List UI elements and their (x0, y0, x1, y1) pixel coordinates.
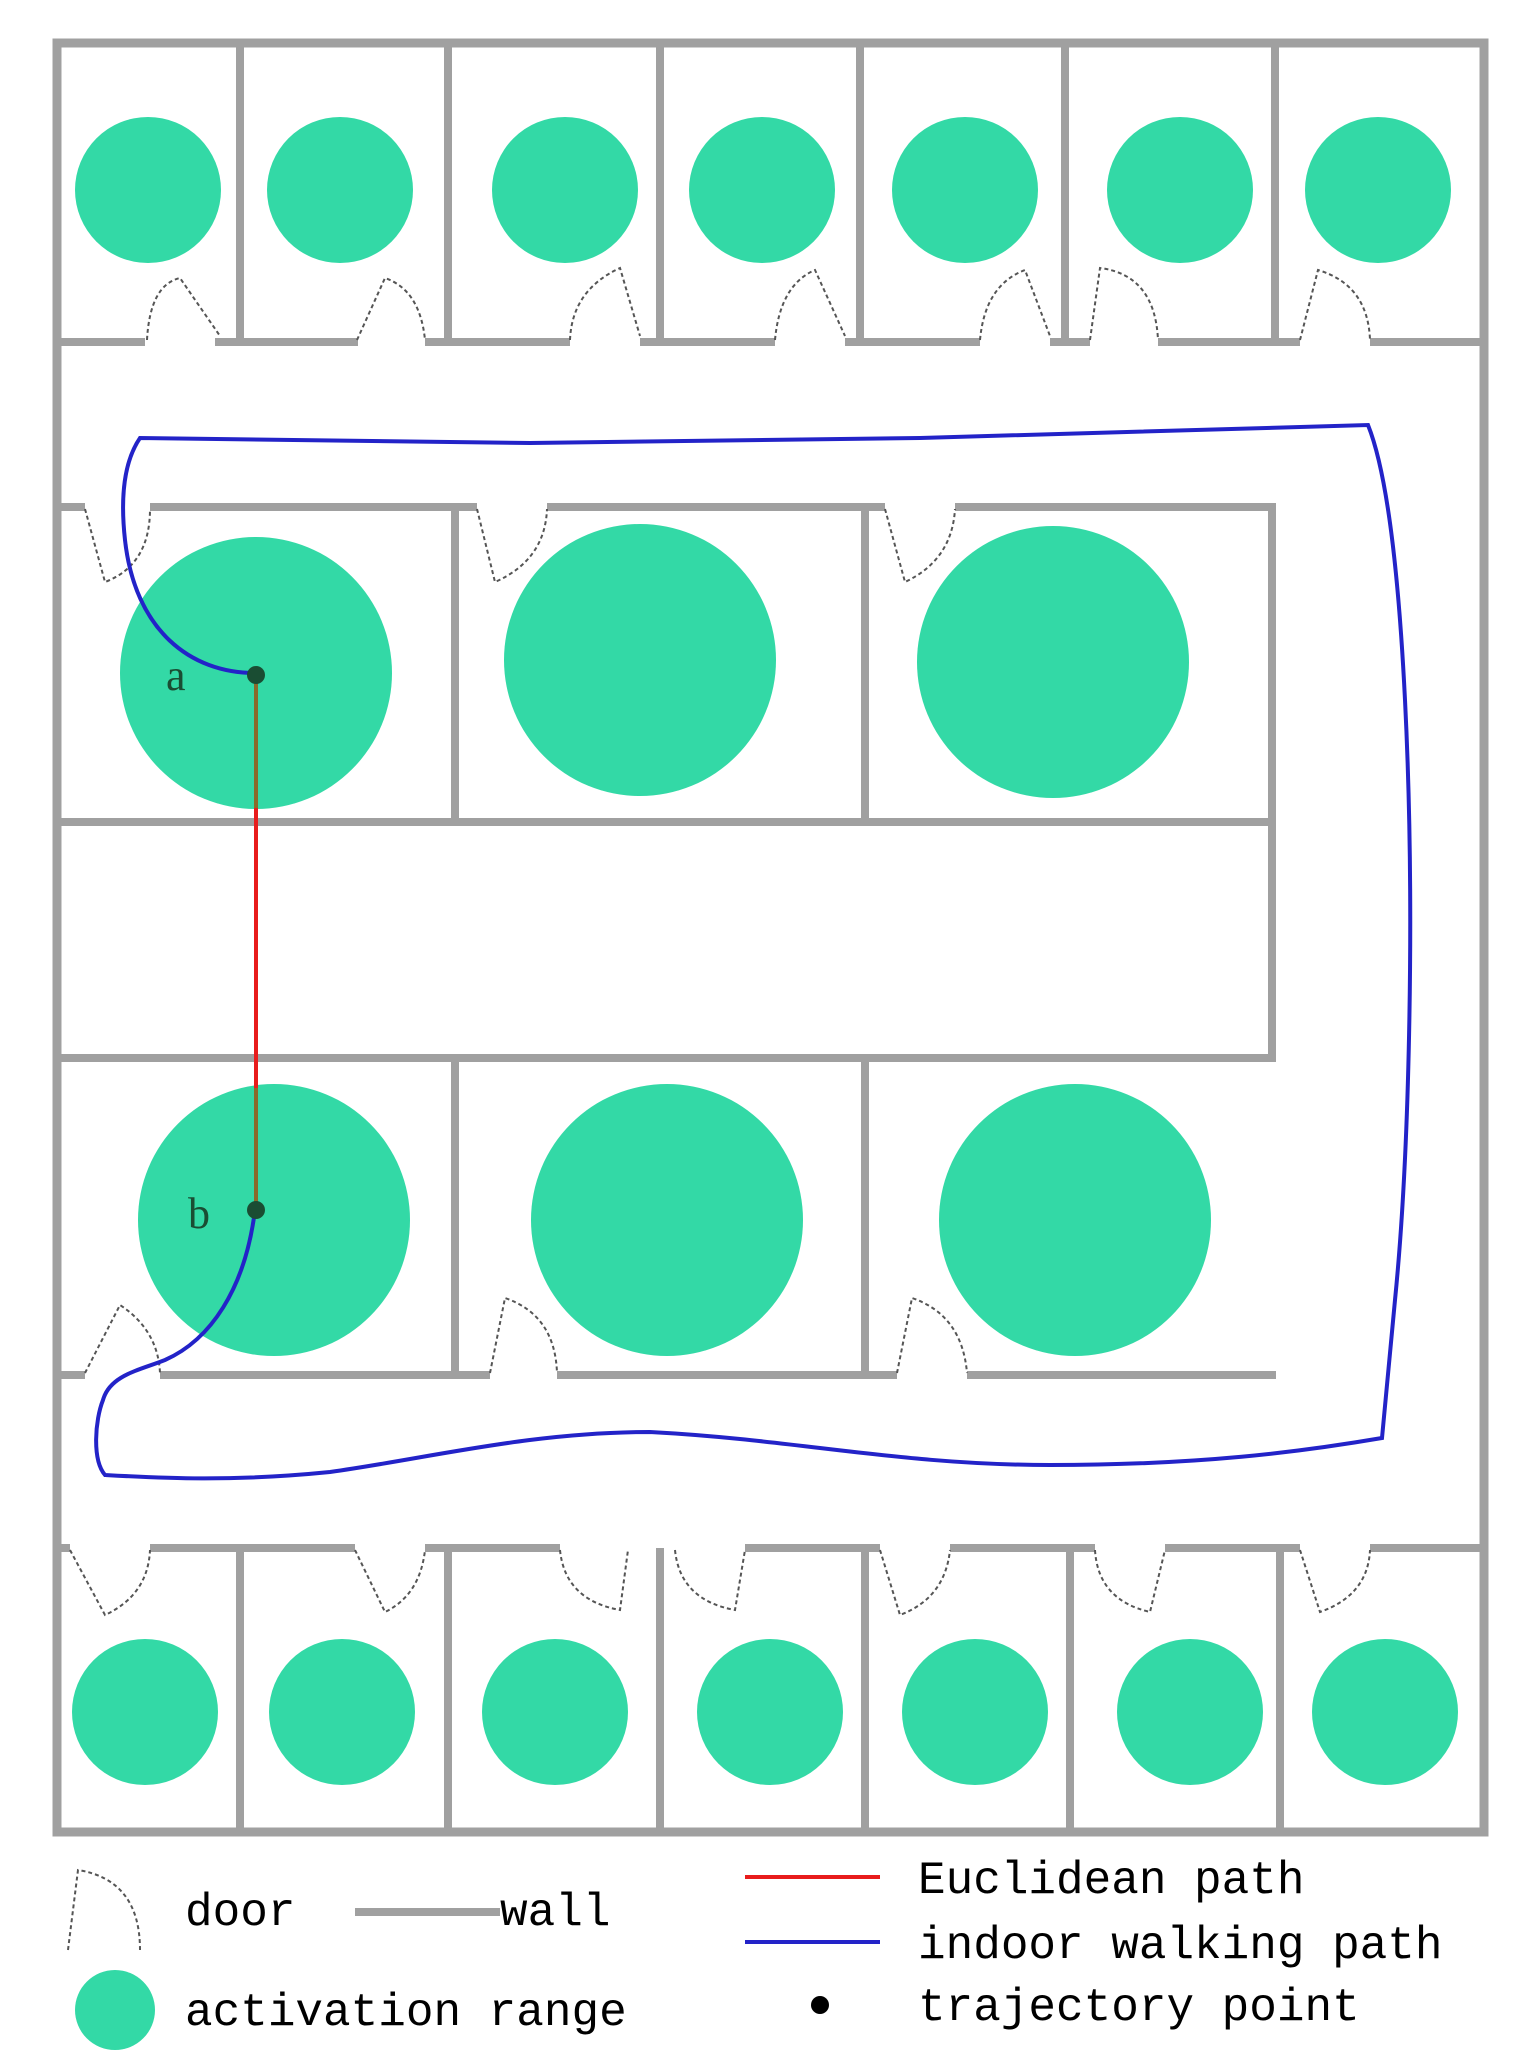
activation-range (75, 117, 221, 263)
legend-walking-label: indoor walking path (918, 1920, 1443, 1972)
legend-trajectory-swatch (811, 1996, 829, 2014)
door-icon (146, 276, 221, 341)
trajectory-point-b (247, 1201, 265, 1219)
activation-range (492, 117, 638, 263)
activation-range (269, 1639, 415, 1785)
door-icon (354, 1549, 426, 1614)
activation-range (138, 1084, 410, 1356)
door-icon (476, 508, 548, 584)
bottom-room-row (57, 1544, 1484, 1832)
activation-range (1312, 1639, 1458, 1785)
legend-door-icon (67, 1868, 141, 1951)
legend-euclidean-label: Euclidean path (918, 1855, 1304, 1907)
activation-range (267, 117, 413, 263)
door-icon (84, 1303, 161, 1374)
legend-door-label: door (185, 1887, 295, 1939)
door-icon (489, 1296, 558, 1374)
activation-range (482, 1639, 628, 1785)
activation-range (531, 1084, 803, 1356)
doors (69, 266, 1371, 1617)
door-icon (1089, 266, 1159, 341)
activation-range (72, 1639, 218, 1785)
legend: door wall activation range Euclidean pat… (67, 1855, 1443, 2050)
outer-wall (52, 38, 1489, 1837)
activation-range (939, 1084, 1211, 1356)
activation-range (504, 524, 776, 796)
trajectory-point-a (247, 666, 265, 684)
door-icon (896, 1296, 968, 1374)
activation-range (697, 1639, 843, 1785)
point-a-label: a (166, 651, 186, 700)
point-b-label: b (188, 1189, 210, 1238)
door-icon (879, 1549, 951, 1617)
legend-wall-label: wall (500, 1887, 610, 1939)
door-icon (356, 276, 426, 341)
door-icon (674, 1549, 746, 1612)
door-icon (774, 268, 846, 341)
door-icon (84, 508, 151, 584)
middle-lower-block (55, 1054, 1276, 1379)
door-icon (1094, 1549, 1166, 1614)
middle-upper-block (57, 503, 1276, 1058)
activation-range (1107, 117, 1253, 263)
door-icon (1299, 268, 1371, 341)
indoor-walking-path (94, 422, 1413, 1481)
activation-range (1117, 1639, 1263, 1785)
door-icon (559, 1549, 629, 1612)
door-icon (884, 508, 956, 584)
top-room-row (57, 43, 1484, 346)
legend-activation-label: activation range (185, 1987, 627, 2039)
legend-trajectory-label: trajectory point (918, 1982, 1360, 2034)
activation-range (689, 117, 835, 263)
legend-activation-swatch (75, 1970, 155, 2050)
activation-range (1305, 117, 1451, 263)
door-icon (569, 266, 641, 341)
door-icon (69, 1549, 151, 1617)
door-icon (979, 268, 1051, 341)
activation-range (917, 526, 1189, 798)
activation-range (902, 1639, 1048, 1785)
door-icon (1299, 1549, 1371, 1614)
activation-range (892, 117, 1038, 263)
activation-ranges (72, 117, 1458, 1785)
